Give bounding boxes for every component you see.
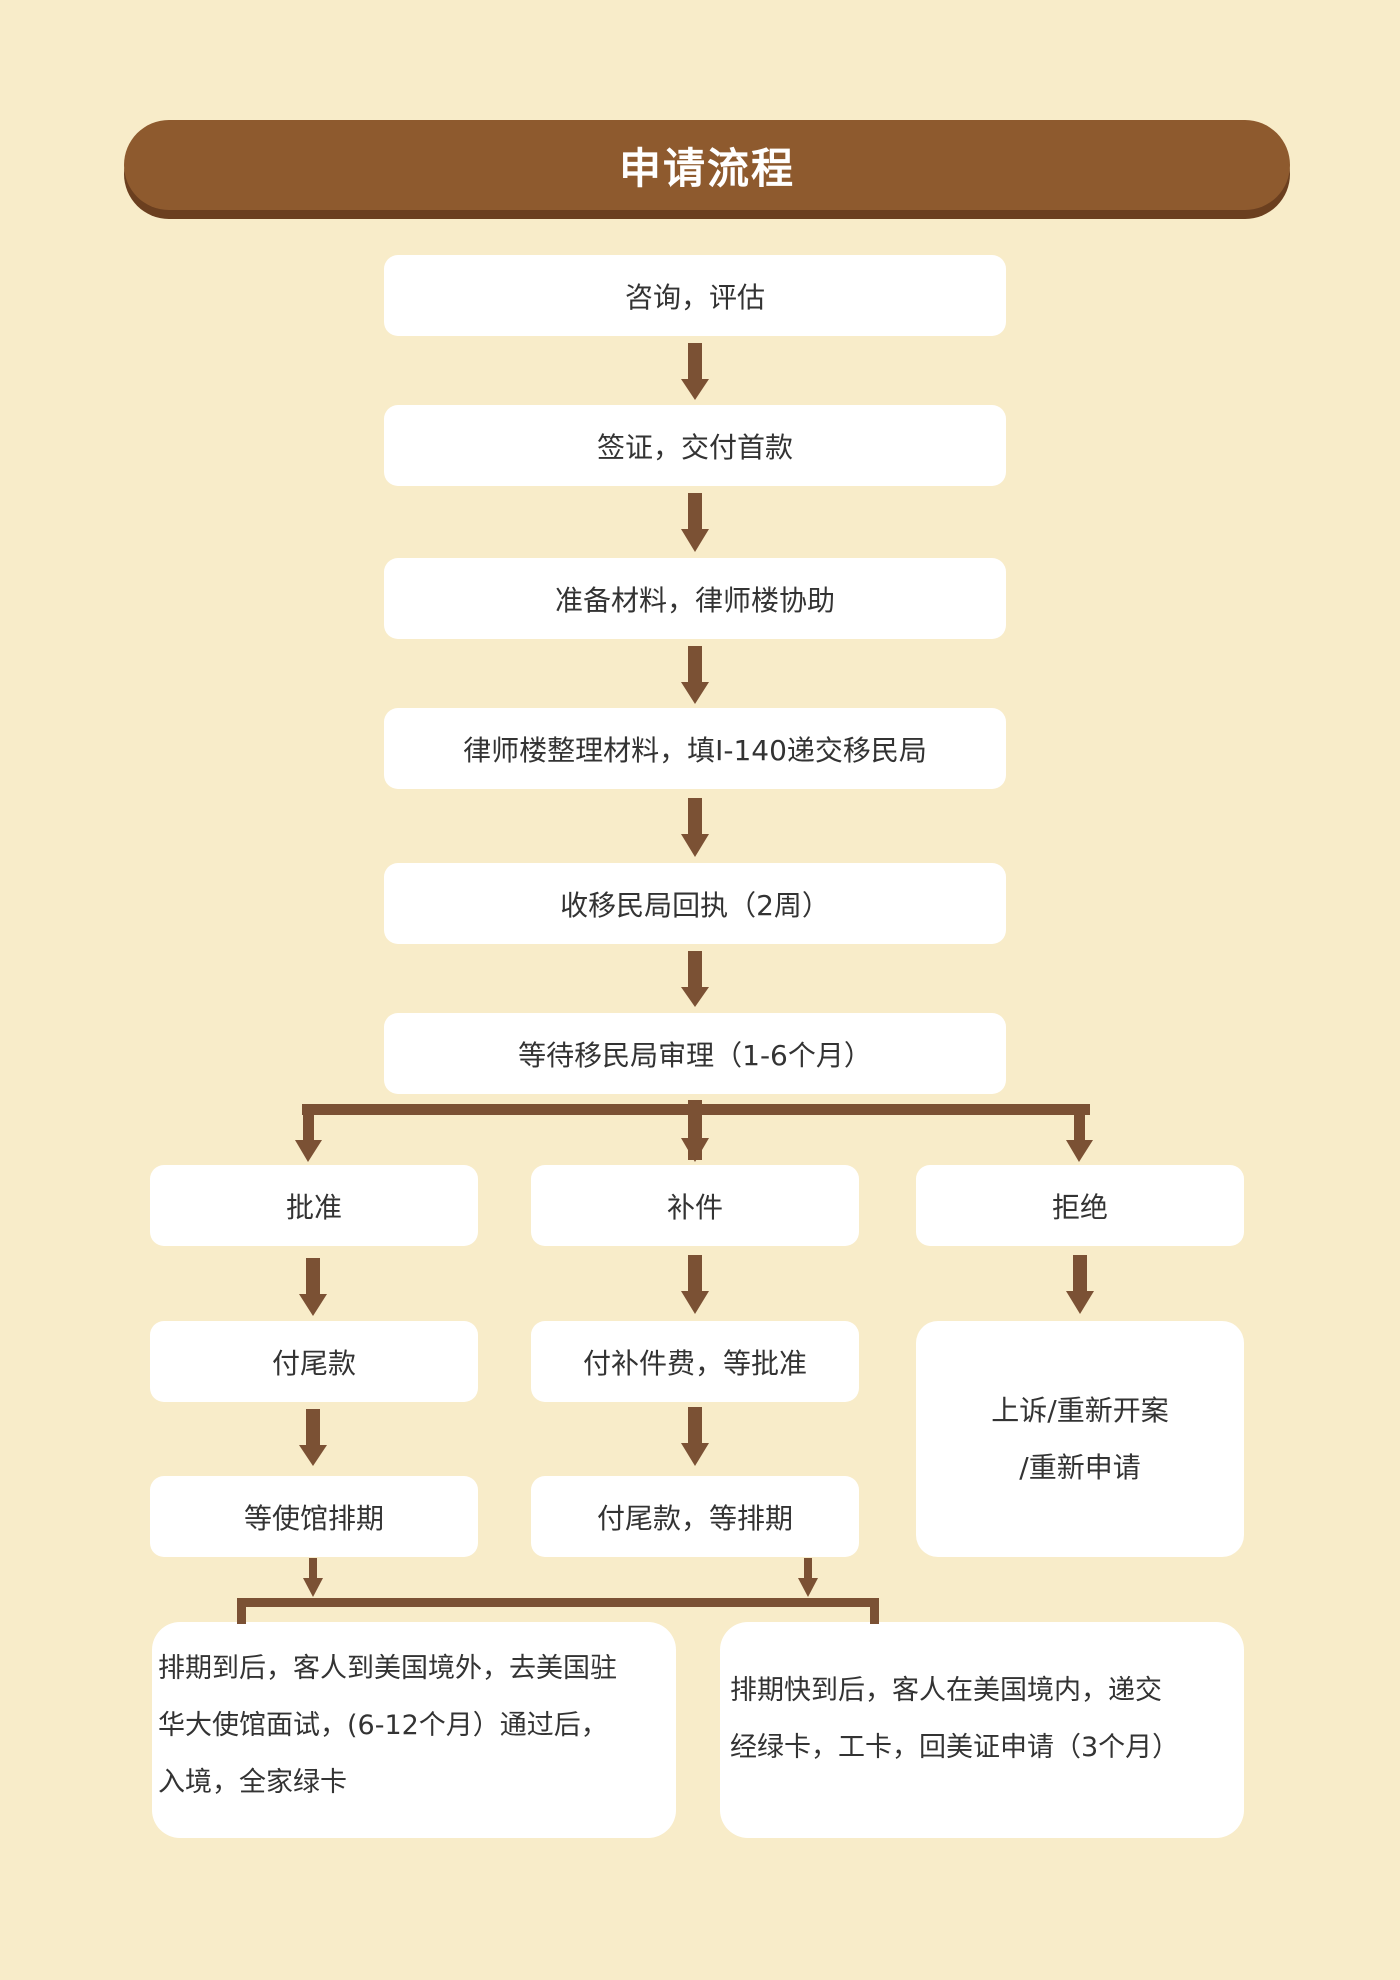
page-title: 申请流程 bbox=[124, 120, 1290, 210]
branch-reject-label: 拒绝 bbox=[1051, 1190, 1108, 1224]
arrow-down-icon bbox=[299, 1258, 327, 1316]
branch-supplement-label: 补件 bbox=[666, 1190, 723, 1224]
arrow-down-icon bbox=[681, 646, 709, 704]
step-await-review-label: 等待移民局审理（1-6个月） bbox=[518, 1038, 872, 1072]
outcome-domestic: 排期快到后，客人在美国境内，递交 经绿卡，工卡，回美证申请（3个月） bbox=[720, 1622, 1244, 1838]
arrow-down-icon bbox=[299, 1409, 327, 1466]
step-await-review: 等待移民局审理（1-6个月） bbox=[384, 1013, 1006, 1094]
branch-approve-label: 批准 bbox=[285, 1190, 342, 1224]
approve-step-final-payment: 付尾款 bbox=[150, 1321, 478, 1402]
outcome-merge-connector bbox=[237, 1558, 879, 1624]
reject-result-line-1: 上诉/重新开案 bbox=[991, 1394, 1169, 1427]
supplement-step-final-payment-label: 付尾款，等排期 bbox=[596, 1501, 793, 1535]
approve-step-embassy-queue-label: 等使馆排期 bbox=[243, 1501, 384, 1535]
arrow-down-icon bbox=[681, 1407, 709, 1466]
step-file-i140-label: 律师楼整理材料，填I-140递交移民局 bbox=[463, 733, 927, 767]
step-prepare-materials: 准备材料，律师楼协助 bbox=[384, 558, 1006, 639]
branch-split-connector bbox=[295, 1100, 1093, 1162]
reject-result: 上诉/重新开案 /重新申请 bbox=[916, 1321, 1244, 1557]
outcome-domestic-line-2: 经绿卡，工卡，回美证申请（3个月） bbox=[730, 1732, 1180, 1763]
step-visa-payment: 签证，交付首款 bbox=[384, 405, 1006, 486]
reject-result-line-2: /重新申请 bbox=[1019, 1451, 1141, 1484]
arrow-down-icon bbox=[681, 493, 709, 552]
branch-approve: 批准 bbox=[150, 1165, 478, 1246]
step-file-i140: 律师楼整理材料，填I-140递交移民局 bbox=[384, 708, 1006, 789]
step-receipt: 收移民局回执（2周） bbox=[384, 863, 1006, 944]
approve-step-embassy-queue: 等使馆排期 bbox=[150, 1476, 478, 1557]
supplement-step-final-payment: 付尾款，等排期 bbox=[531, 1476, 859, 1557]
outcome-domestic-line-1: 排期快到后，客人在美国境内，递交 bbox=[730, 1675, 1162, 1706]
arrow-down-icon bbox=[681, 1255, 709, 1314]
arrow-down-icon bbox=[681, 798, 709, 857]
supplement-step-fee: 付补件费，等批准 bbox=[531, 1321, 859, 1402]
supplement-step-fee-label: 付补件费，等批准 bbox=[582, 1346, 807, 1380]
outcome-abroad: 排期到后，客人到美国境外，去美国驻 华大使馆面试，(6-12个月）通过后， 入境… bbox=[152, 1622, 676, 1838]
approve-step-final-payment-label: 付尾款 bbox=[271, 1346, 356, 1380]
step-consult-label: 咨询，评估 bbox=[624, 280, 765, 314]
step-visa-payment-label: 签证，交付首款 bbox=[596, 430, 793, 464]
outcome-abroad-line-2: 华大使馆面试，(6-12个月）通过后， bbox=[158, 1710, 608, 1741]
outcome-abroad-line-3: 入境，全家绿卡 bbox=[158, 1767, 347, 1798]
step-receipt-label: 收移民局回执（2周） bbox=[560, 888, 830, 922]
arrow-down-icon bbox=[681, 951, 709, 1007]
outcome-abroad-line-1: 排期到后，客人到美国境外，去美国驻 bbox=[158, 1653, 617, 1684]
arrow-down-icon bbox=[1066, 1255, 1094, 1314]
step-consult: 咨询，评估 bbox=[384, 255, 1006, 336]
branch-supplement: 补件 bbox=[531, 1165, 859, 1246]
branch-reject: 拒绝 bbox=[916, 1165, 1244, 1246]
arrow-down-icon bbox=[681, 343, 709, 400]
step-prepare-materials-label: 准备材料，律师楼协助 bbox=[554, 583, 835, 617]
